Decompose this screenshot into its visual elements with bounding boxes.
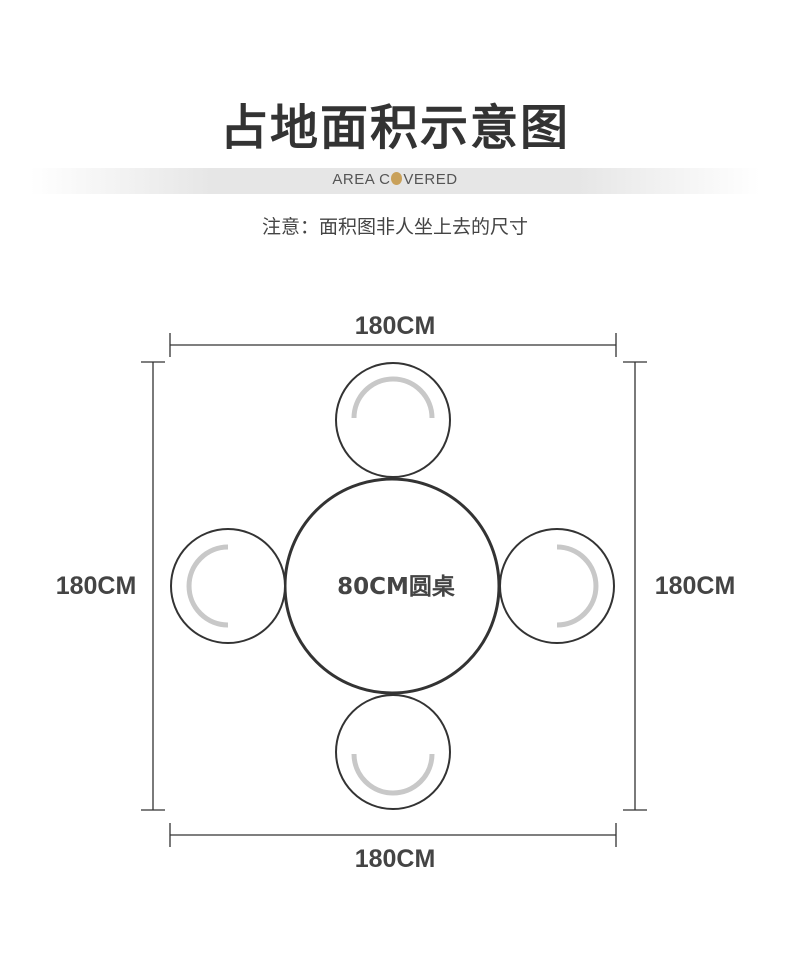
- right-dimension: [623, 361, 647, 811]
- chair-top-backrest: [351, 376, 435, 419]
- table-label: 80CM圆桌: [337, 573, 455, 600]
- bottom-dimension: [169, 823, 617, 847]
- page-title: 占地面积示意图: [219, 100, 570, 156]
- chair-right: [499, 528, 615, 644]
- bottom-dimension-label: 180CM: [355, 845, 436, 873]
- chair-left: [170, 528, 286, 644]
- top-dimension-label: 180CM: [355, 312, 436, 340]
- accent-dot-icon: [391, 172, 403, 185]
- subtitle-text-end: VERED: [403, 171, 458, 188]
- top-dimension: [169, 333, 617, 357]
- left-dimension-label: 180CM: [56, 572, 137, 600]
- chair-right-backrest: [556, 544, 599, 628]
- chair-bottom-backrest: [351, 753, 435, 796]
- left-dimension: [141, 361, 165, 811]
- chair-top: [335, 362, 451, 478]
- subtitle-text-start: AREA C: [332, 171, 391, 188]
- chair-left-backrest: [186, 544, 229, 628]
- chair-bottom: [335, 694, 451, 810]
- note-text: 注意：面积图非人坐上去的尺寸: [261, 216, 528, 238]
- subtitle: AREA C VERED: [0, 171, 790, 188]
- right-dimension-label: 180CM: [655, 572, 736, 600]
